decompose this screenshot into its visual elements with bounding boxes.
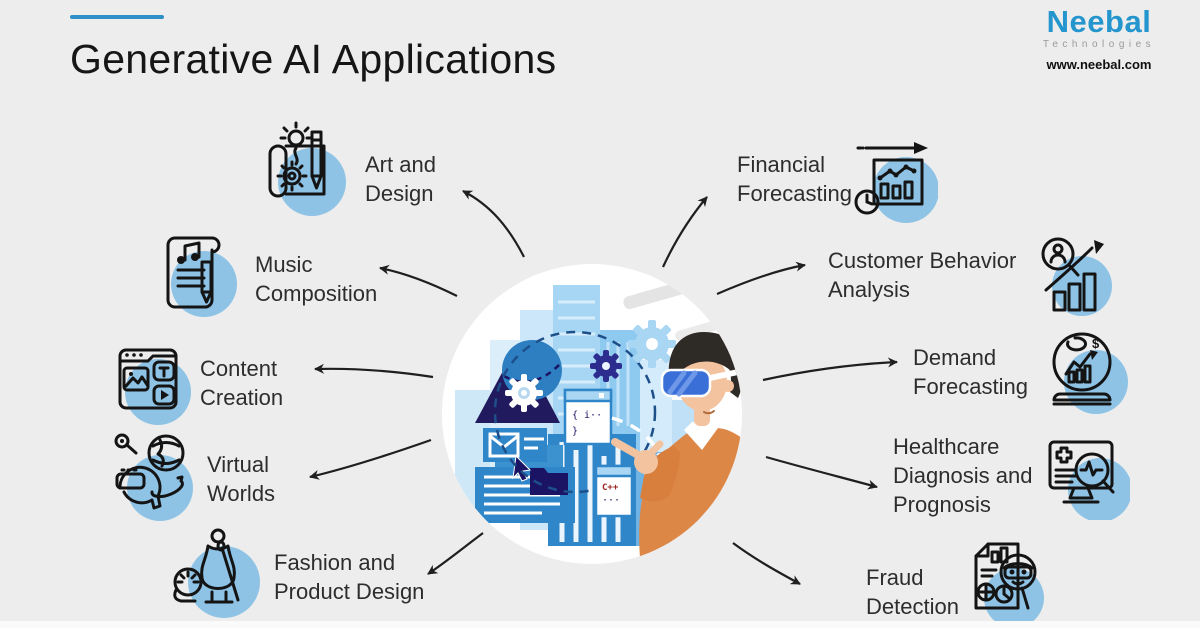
virtual-worlds-icon xyxy=(114,433,193,521)
code-window: { i·· } xyxy=(563,388,613,446)
sky-streaks xyxy=(623,264,742,341)
svg-text:{ i··: { i·· xyxy=(572,410,602,421)
fashion-product-design-icon xyxy=(173,528,260,618)
arrow-demand-forecasting xyxy=(762,357,898,382)
logo-brand-text: Neebal xyxy=(1046,4,1152,39)
label-content-creation: Content Creation xyxy=(200,356,284,411)
dashed-orbit-ring xyxy=(493,330,657,494)
label-healthcare-diagnosis: Healthcare Diagnosis and Prognosis xyxy=(893,434,1033,518)
music-composition-icon xyxy=(166,236,237,317)
svg-text:C++: C++ xyxy=(602,483,619,493)
label-financial-forecasting: Financial Forecasting xyxy=(737,152,852,207)
cursor-icon xyxy=(512,454,532,482)
arrow-healthcare xyxy=(765,455,878,490)
navy-gear-icon xyxy=(590,350,622,382)
page-title: Generative AI Applications xyxy=(70,36,557,82)
dashed-motion-path xyxy=(611,416,665,499)
fraud-detection-icon xyxy=(974,542,1044,626)
art-design-icon xyxy=(268,121,346,216)
arrow-customer-behavior xyxy=(716,261,806,296)
healthcare-diagnosis-icon xyxy=(1048,440,1130,520)
label-art-design: Art and Design xyxy=(365,152,436,207)
logo-tagline-text: Technologies xyxy=(1042,39,1156,50)
svg-text:···: ··· xyxy=(602,495,620,506)
svg-text:$: $ xyxy=(1092,336,1100,351)
content-creation-icon xyxy=(118,348,191,425)
lightblue-gear-icon xyxy=(628,320,676,368)
label-demand-forecasting: Demand Forecasting xyxy=(913,345,1028,400)
arrow-financial-forecasting xyxy=(662,196,708,268)
center-illustration: { i·· } C++ ··· xyxy=(442,264,742,564)
title-accent-line xyxy=(70,15,164,19)
center-circle xyxy=(442,264,742,564)
logo-website-text: www.neebal.com xyxy=(1046,57,1152,72)
arrow-art-design xyxy=(462,190,525,258)
folder-icon xyxy=(530,468,568,495)
arrow-virtual-worlds xyxy=(309,438,432,480)
email-panel xyxy=(483,428,547,462)
label-customer-behavior: Customer Behavior Analysis xyxy=(828,248,1017,303)
arrow-fraud-detection xyxy=(732,542,801,585)
city-buildings xyxy=(455,285,702,546)
abstract-mountain-sphere xyxy=(475,340,562,423)
white-gear-icon xyxy=(505,374,543,412)
bottom-edge-strip xyxy=(0,621,1200,628)
customer-behavior-icon xyxy=(1041,237,1112,316)
label-fashion-product-design: Fashion and Product Design xyxy=(274,550,425,605)
label-fraud-detection: Fraud Detection xyxy=(866,565,959,620)
person-vr-headset xyxy=(611,332,742,558)
svg-text:}: } xyxy=(572,426,578,437)
label-music-composition: Music Composition xyxy=(255,252,378,307)
financial-forecasting-icon xyxy=(854,142,938,223)
arrow-music-composition xyxy=(379,264,458,297)
arrow-fashion-product-design xyxy=(427,532,484,575)
cpp-window: C++ ··· xyxy=(594,464,634,518)
label-virtual-worlds: Virtual Worlds xyxy=(207,452,276,507)
arrow-content-creation xyxy=(314,363,434,379)
demand-forecasting-icon: $ xyxy=(1052,332,1128,414)
company-logo: Neebal Technologies www.neebal.com xyxy=(1014,6,1184,72)
